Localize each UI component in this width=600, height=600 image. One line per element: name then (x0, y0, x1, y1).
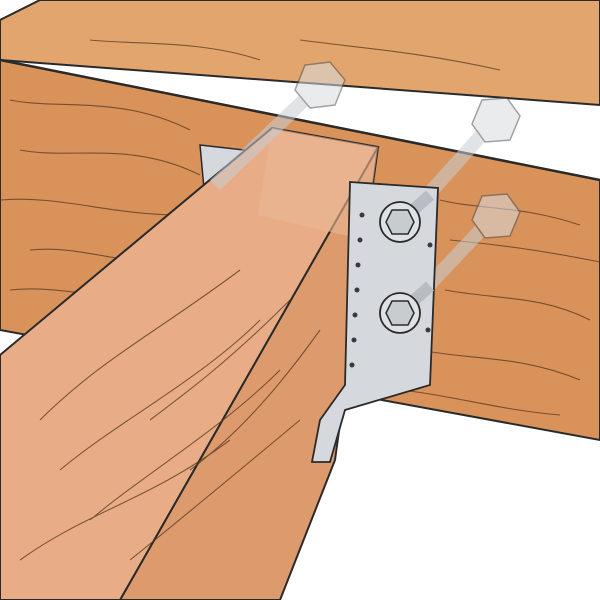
joist-wood-grain (19, 269, 321, 561)
bolt-head-icon (294, 61, 346, 109)
bolt-head-icon (471, 97, 521, 143)
nail-holes (349, 212, 433, 368)
nut-icon (385, 209, 415, 235)
joist-end-face (258, 128, 378, 240)
nut-icon (385, 300, 415, 326)
beam-edge-line (0, 58, 600, 182)
hanger-front-flange (310, 181, 439, 463)
beam-top-face (0, 0, 600, 107)
bolt-head-icon (471, 193, 521, 239)
hanger-bolt-upper (379, 190, 435, 243)
hanger-bolt-lower (379, 281, 435, 334)
